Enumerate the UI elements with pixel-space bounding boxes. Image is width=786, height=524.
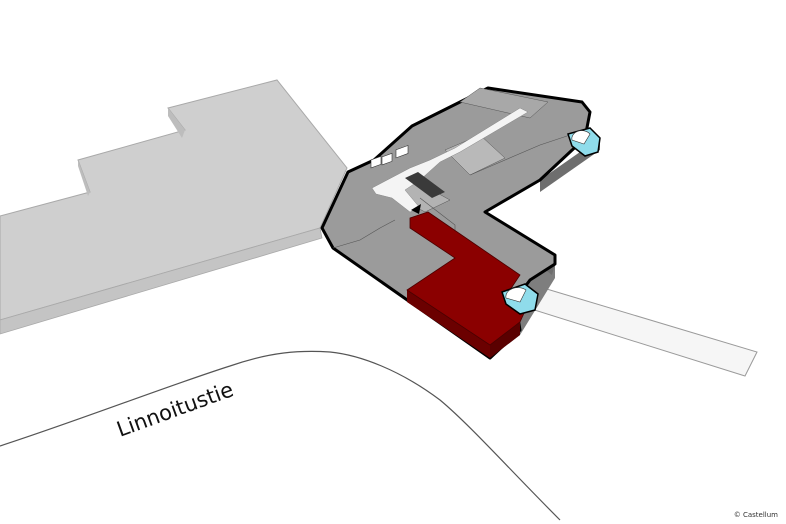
neighbor-building bbox=[0, 79, 348, 335]
walkway bbox=[527, 286, 758, 377]
highlighted-unit bbox=[406, 211, 531, 358]
stairwell-north-east bbox=[567, 127, 601, 157]
stairwell-south-east bbox=[501, 283, 539, 315]
street-label: Linnoitustie bbox=[114, 377, 237, 441]
road bbox=[0, 350, 561, 521]
elevator-icons bbox=[370, 145, 409, 169]
copyright-notice: © Castellum bbox=[733, 511, 778, 519]
entrance-arrow-icon bbox=[411, 204, 421, 214]
